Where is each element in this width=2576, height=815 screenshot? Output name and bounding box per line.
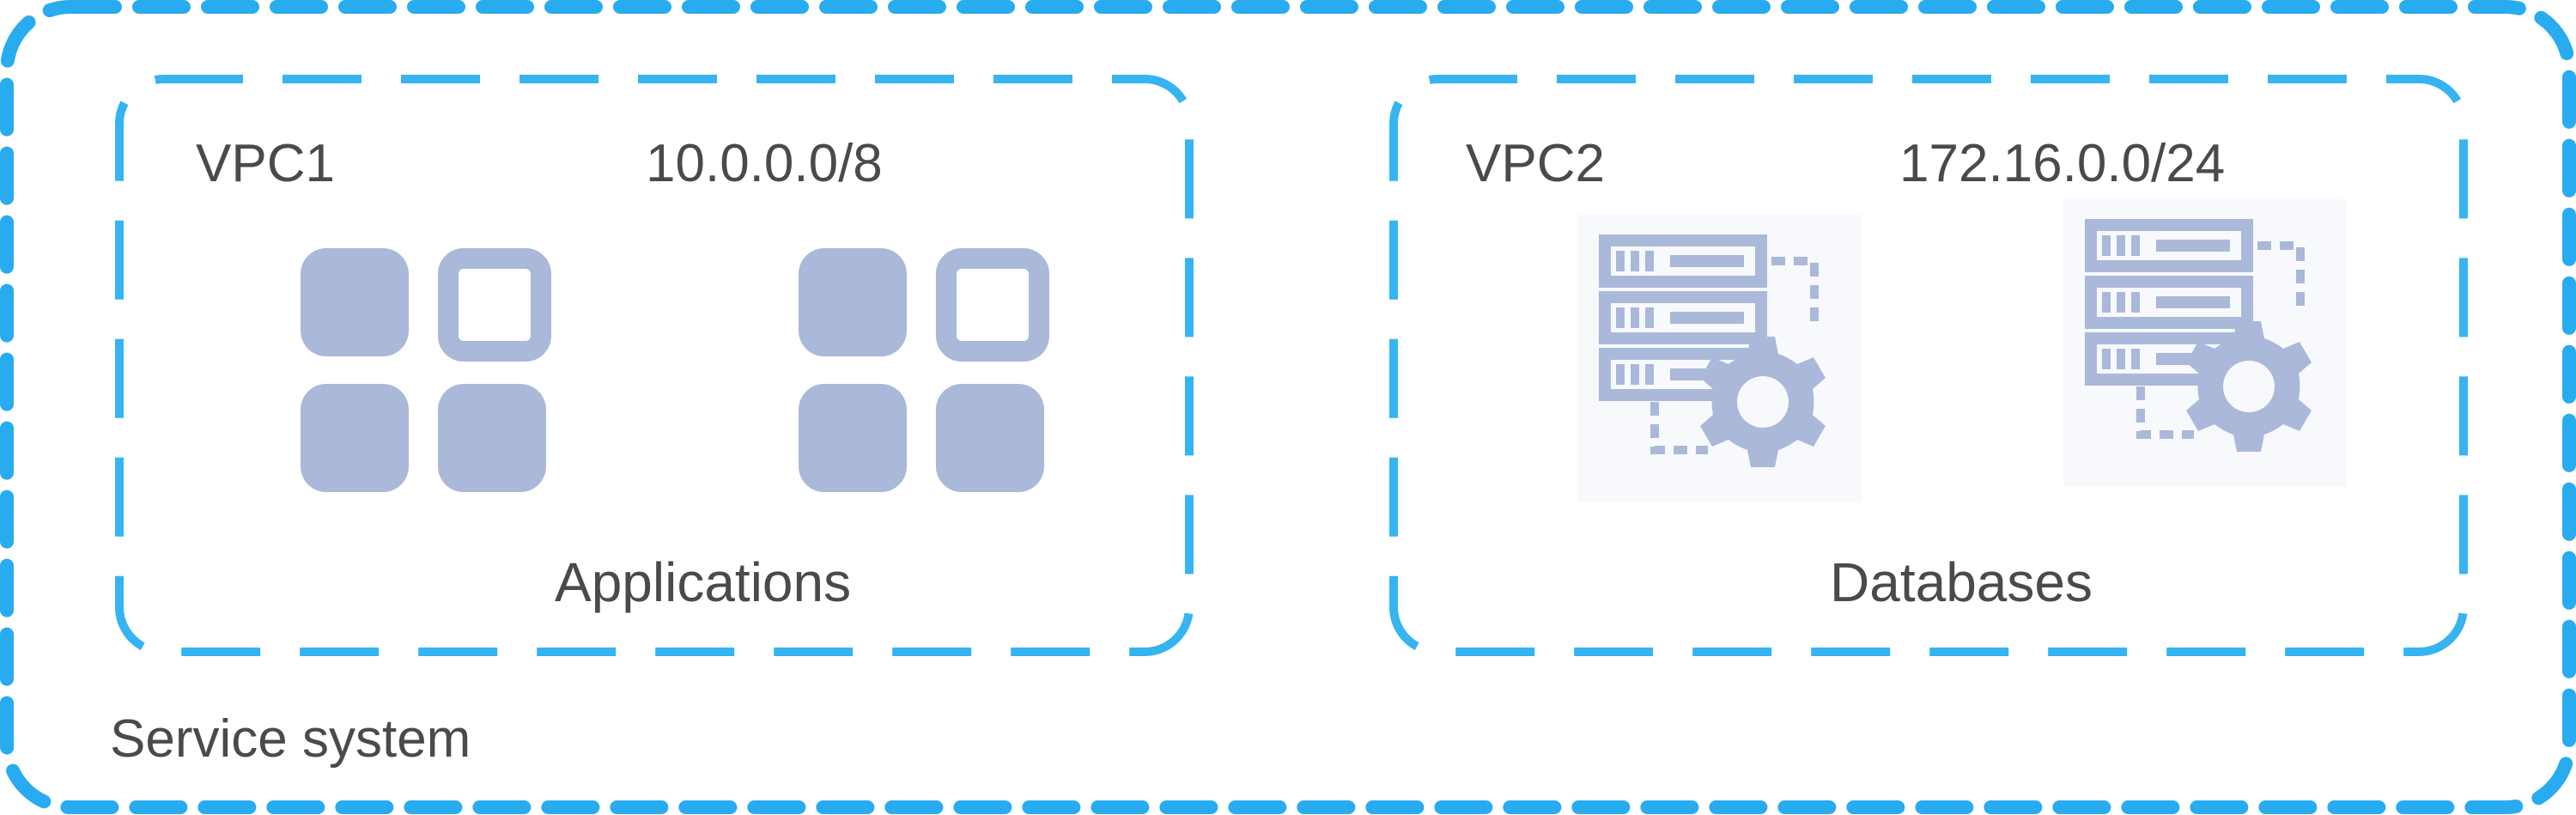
vpc1-tier-label: Applications — [555, 551, 852, 613]
service-system-label: Service system — [110, 709, 471, 769]
database-server-gear-icon — [2063, 199, 2347, 487]
database-server-gear-icon — [1577, 215, 1861, 502]
app-grid-icon — [799, 248, 1049, 492]
vpc2-tier-label: Databases — [1830, 551, 2093, 613]
vpc2-cidr: 172.16.0.0/24 — [1899, 134, 2226, 193]
vpc1-cidr: 10.0.0.0/8 — [646, 134, 883, 193]
vpc2-name: VPC2 — [1466, 134, 1605, 193]
app-grid-icon — [301, 248, 551, 492]
vpc1-name: VPC1 — [196, 134, 335, 193]
